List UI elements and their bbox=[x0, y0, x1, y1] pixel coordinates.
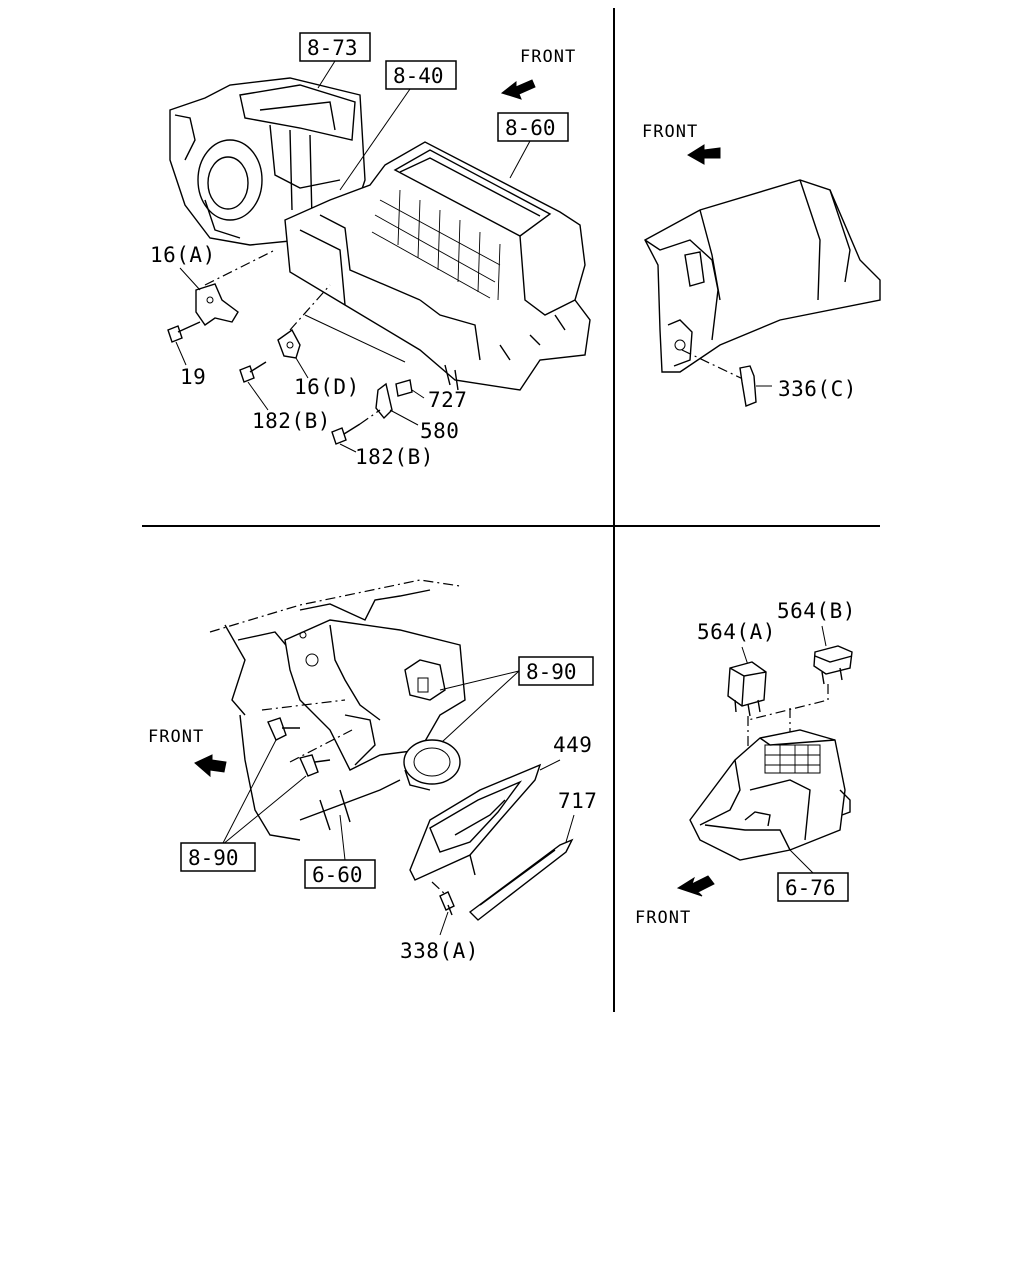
leader-line bbox=[221, 775, 307, 846]
front-label: FRONT bbox=[635, 908, 691, 928]
plate-580-drawing bbox=[375, 382, 393, 420]
part-label: 182(B) bbox=[252, 409, 331, 433]
ref-label: 8-60 bbox=[505, 116, 556, 140]
panel-top-left: FRONT 8-73 8-40 8-60 16(A) 19 bbox=[150, 32, 591, 469]
leader-line bbox=[411, 389, 425, 399]
leader-line bbox=[304, 314, 406, 363]
leader-line bbox=[539, 759, 561, 771]
clip-727-drawing bbox=[395, 379, 413, 397]
ref-box-6-60 bbox=[304, 859, 376, 889]
screw-drawing bbox=[267, 717, 331, 777]
part-label: 19 bbox=[180, 365, 206, 389]
console-drawing bbox=[689, 729, 851, 861]
front-arrow-icon bbox=[676, 875, 715, 897]
leader-line bbox=[441, 670, 520, 743]
panel-bottom-right: 564(A) 564(B) 6-76 bbox=[635, 599, 856, 928]
leader-line bbox=[339, 814, 346, 861]
lock-449-drawing bbox=[403, 739, 461, 791]
ref-box-8-60 bbox=[497, 112, 569, 142]
leader-line bbox=[317, 60, 336, 89]
dash-line bbox=[359, 409, 381, 425]
ref-box-8-90 bbox=[180, 842, 256, 872]
ref-label: 6-76 bbox=[785, 876, 836, 900]
duct-drawing bbox=[644, 179, 881, 373]
ref-box-8-40 bbox=[385, 60, 457, 90]
ref-label: 6-60 bbox=[312, 863, 363, 887]
ref-label: 8-40 bbox=[393, 64, 444, 88]
ref-label: 8-90 bbox=[188, 846, 239, 870]
leader-line bbox=[389, 409, 419, 426]
part-label: 16(A) bbox=[150, 243, 216, 267]
bolt-182b-2-drawing bbox=[331, 423, 361, 445]
panel-top-right: FRONT 336(C) bbox=[642, 122, 881, 407]
leader-line bbox=[439, 670, 520, 691]
bolt-182b-drawing bbox=[239, 361, 267, 383]
leader-line bbox=[339, 443, 357, 453]
switch-564b-drawing bbox=[813, 645, 853, 685]
bolt-19-drawing bbox=[167, 321, 201, 343]
part-label: 564(A) bbox=[697, 620, 776, 644]
front-label: FRONT bbox=[520, 47, 576, 67]
ref-box-8-90 bbox=[518, 656, 594, 686]
part-label: 449 bbox=[553, 733, 592, 757]
leader-line bbox=[179, 267, 201, 291]
leader-line bbox=[247, 381, 269, 411]
part-label: 727 bbox=[428, 388, 467, 412]
glovebox-door-drawing bbox=[409, 763, 542, 881]
bracket-16d-drawing bbox=[277, 328, 301, 359]
ref-label: 8-73 bbox=[307, 36, 358, 60]
part-label: 336(C) bbox=[778, 377, 857, 401]
dashboard-frame-drawing bbox=[209, 579, 461, 841]
front-label: FRONT bbox=[642, 122, 698, 142]
front-arrow-icon bbox=[194, 754, 227, 778]
lid-717-drawing bbox=[468, 838, 574, 921]
clip-336c-drawing bbox=[739, 365, 757, 407]
dash-line bbox=[681, 349, 746, 381]
leader-line bbox=[789, 849, 816, 876]
dash-line bbox=[204, 249, 276, 286]
dash-line bbox=[431, 881, 447, 896]
part-label: 338(A) bbox=[400, 939, 479, 963]
part-label: 182(B) bbox=[355, 445, 434, 469]
ref-box-6-76 bbox=[777, 872, 849, 902]
part-label: 16(D) bbox=[294, 375, 360, 399]
front-arrow-icon bbox=[500, 79, 536, 100]
leader-line bbox=[221, 739, 277, 846]
dash-line bbox=[261, 699, 353, 763]
ref-box-8-73 bbox=[299, 32, 371, 62]
part-label: 580 bbox=[420, 419, 459, 443]
leader-line bbox=[565, 814, 575, 843]
part-label: 564(B) bbox=[777, 599, 856, 623]
heater-case-drawing bbox=[284, 141, 591, 391]
panel-bottom-left: 449 717 FRONT 8-90 8-90 6-60 338(A) bbox=[148, 579, 597, 963]
leader-line bbox=[821, 625, 827, 647]
front-label: FRONT bbox=[148, 727, 204, 747]
leader-line bbox=[295, 357, 309, 379]
screw-338a-drawing bbox=[439, 891, 455, 916]
front-arrow-icon bbox=[687, 144, 721, 165]
part-label: 717 bbox=[558, 789, 597, 813]
leader-line bbox=[339, 88, 411, 191]
ref-label: 8-90 bbox=[526, 660, 577, 684]
leader-line bbox=[741, 646, 749, 666]
leader-line bbox=[509, 140, 531, 179]
switch-564a-drawing bbox=[727, 661, 767, 717]
blower-assembly-drawing bbox=[169, 77, 366, 246]
bracket-16a-drawing bbox=[195, 283, 239, 326]
leader-line bbox=[175, 341, 187, 366]
leader-line bbox=[439, 911, 449, 936]
